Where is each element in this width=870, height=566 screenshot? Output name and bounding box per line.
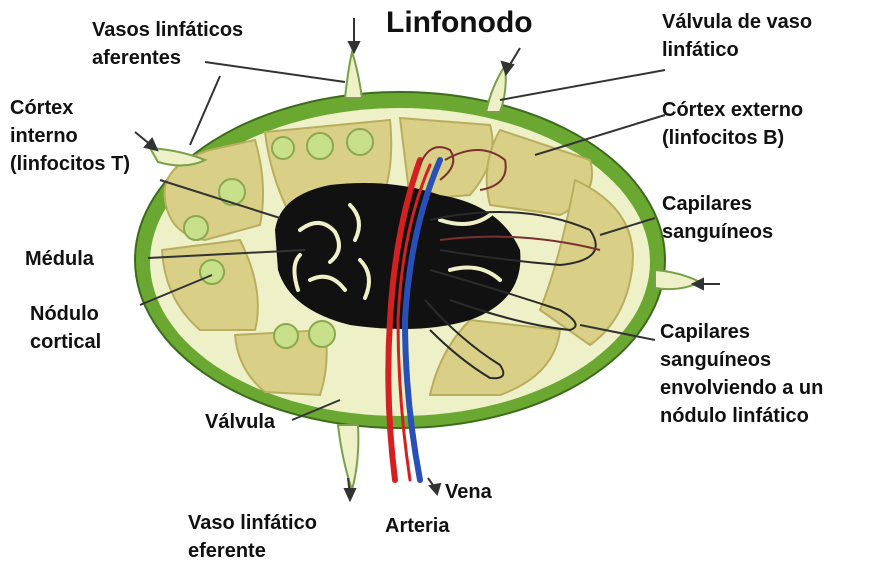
label-line: (linfocitos T)	[10, 150, 130, 178]
label-line: Córtex externo	[662, 96, 803, 124]
nodule	[309, 321, 335, 347]
label-vessel-valve: Válvula de vaso linfático	[662, 8, 812, 64]
label-line: envolviendo a un	[660, 374, 823, 402]
nodule	[200, 260, 224, 284]
label-line: Arteria	[385, 512, 449, 540]
label-line: Vaso linfático	[188, 509, 317, 537]
label-outer-cortex: Córtex externo (linfocitos B)	[662, 96, 803, 152]
nodule	[274, 324, 298, 348]
label-blood-capillaries: Capilares sanguíneos	[662, 190, 773, 246]
label-line: nódulo linfático	[660, 402, 823, 430]
label-efferent-vessel: Vaso linfático eferente	[188, 509, 317, 565]
label-afferent-vessels: Vasos linfáticos aferentes	[92, 16, 243, 72]
label-inner-cortex: Córtex interno (linfocitos T)	[10, 94, 130, 178]
label-line: eferente	[188, 537, 317, 565]
label-artery: Arteria	[385, 512, 449, 540]
label-medulla: Médula	[25, 245, 94, 273]
label-line: Nódulo	[30, 300, 101, 328]
nodule	[272, 137, 294, 159]
nodule	[347, 129, 373, 155]
label-line: Vasos linfáticos	[92, 16, 243, 44]
label-vein: Vena	[445, 478, 492, 506]
nodule	[307, 133, 333, 159]
label-line: Capilares	[662, 190, 773, 218]
label-line: Médula	[25, 245, 94, 273]
label-line: Capilares	[660, 318, 823, 346]
diagram-title: Linfonodo	[386, 6, 533, 40]
label-line: Vena	[445, 478, 492, 506]
label-line: (linfocitos B)	[662, 124, 803, 152]
label-line: sanguíneos	[660, 346, 823, 374]
label-valve: Válvula	[205, 408, 275, 436]
nodule	[184, 216, 208, 240]
label-line: cortical	[30, 328, 101, 356]
label-line: linfático	[662, 36, 812, 64]
label-cortical-nodule: Nódulo cortical	[30, 300, 101, 356]
label-capillaries-nodule: Capilares sanguíneos envolviendo a un nó…	[660, 318, 823, 430]
label-line: Válvula	[205, 408, 275, 436]
label-line: sanguíneos	[662, 218, 773, 246]
label-line: Válvula de vaso	[662, 8, 812, 36]
label-line: aferentes	[92, 44, 243, 72]
label-line: interno	[10, 122, 130, 150]
label-line: Córtex	[10, 94, 130, 122]
nodule	[219, 179, 245, 205]
